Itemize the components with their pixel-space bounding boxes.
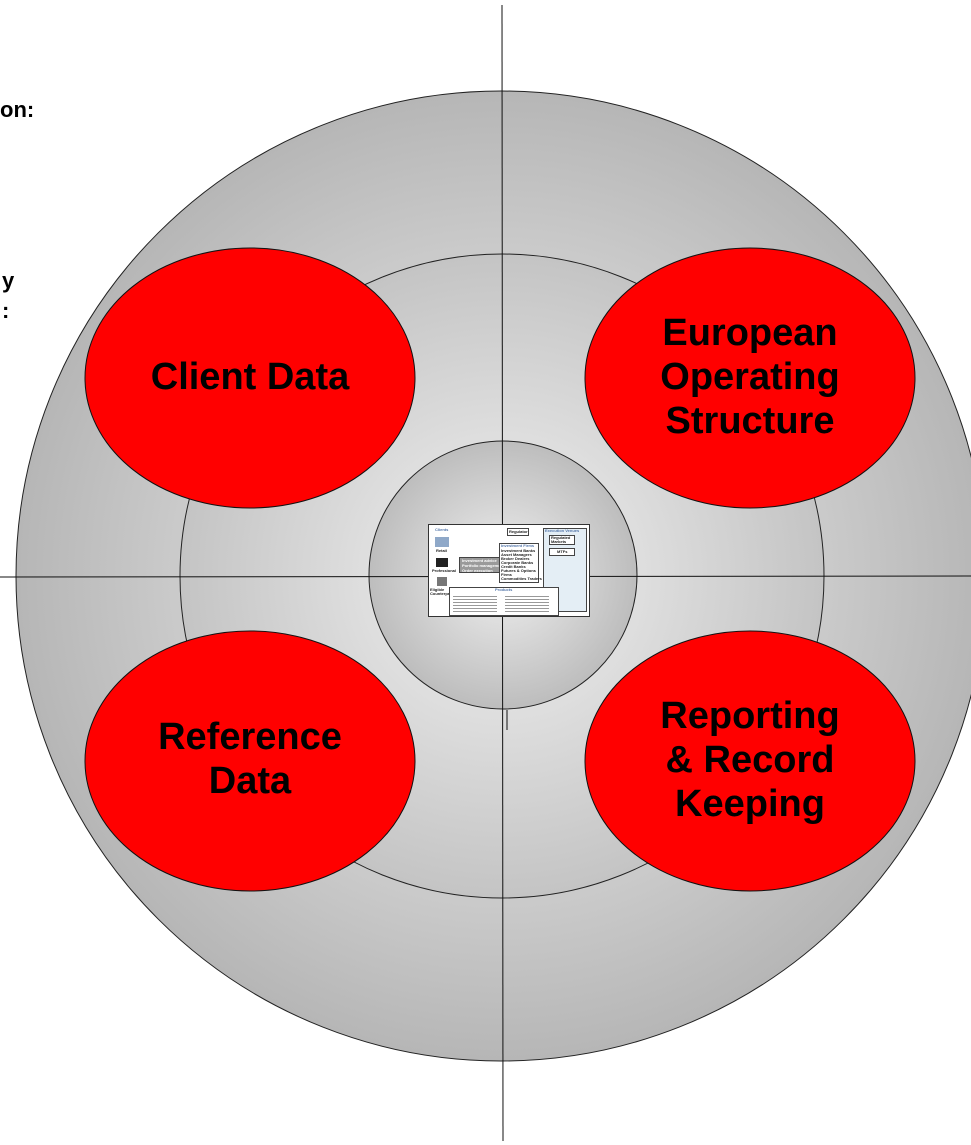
client-type: Retail bbox=[436, 548, 447, 553]
arrow-text: Portfolio management bbox=[462, 563, 505, 568]
client-icon-box bbox=[436, 558, 448, 567]
clients-label: Clients bbox=[435, 527, 449, 532]
label-reference-data: Reference Data bbox=[158, 716, 342, 802]
firm-type: Futures & Options bbox=[501, 568, 536, 573]
products-header: Products bbox=[495, 587, 513, 592]
oval-reporting-record-keeping bbox=[584, 630, 916, 892]
firms-box bbox=[499, 543, 539, 583]
clipped-text-fragment: on: bbox=[0, 97, 35, 122]
firm-type: Corporate Banks bbox=[501, 560, 534, 565]
firm-type: Credit Banks bbox=[501, 564, 526, 569]
firm-type: Broker Dealers bbox=[501, 556, 530, 561]
center-thumbnail-diagram: Clients Retail Professional Eligible Cou… bbox=[428, 524, 590, 617]
firms-header: Investment Firms bbox=[501, 543, 535, 548]
client-icon-box bbox=[437, 577, 447, 586]
firm-type: Firms bbox=[501, 572, 512, 577]
products-text-lines bbox=[505, 594, 549, 614]
venue-box bbox=[549, 548, 575, 556]
regulator-box bbox=[507, 528, 529, 536]
label-european-operating-structure: European Operating Structure bbox=[660, 312, 840, 442]
oval-european-operating-structure bbox=[584, 247, 916, 509]
oval-client-data bbox=[84, 247, 416, 509]
client-type: Eligible Counterparty bbox=[430, 587, 456, 597]
venue-type: Regulated Markets bbox=[551, 535, 571, 545]
label-reporting-record-keeping: Reporting & Record Keeping bbox=[660, 695, 840, 825]
firm-type: Commodities Traders bbox=[501, 576, 542, 581]
oval-reference-data bbox=[84, 630, 416, 892]
venue-box bbox=[549, 535, 575, 545]
clipped-text-fragment: y bbox=[2, 268, 15, 293]
firm-type: Investment Banks bbox=[501, 548, 536, 553]
arrow-text: Investment advice bbox=[462, 558, 497, 563]
client-type: Professional bbox=[432, 568, 457, 573]
products-text-lines bbox=[453, 594, 497, 614]
clients-icon-box bbox=[435, 537, 449, 547]
firm-type: Asset Managers bbox=[501, 552, 532, 557]
venue-type: MTFs bbox=[557, 549, 568, 554]
label-client-data: Client Data bbox=[150, 356, 350, 399]
regulator-label: Regulator bbox=[509, 529, 528, 534]
arrow-text: Order execution bbox=[462, 568, 493, 573]
venues-header: Execution Venues bbox=[545, 528, 580, 533]
clipped-text-fragment: : bbox=[2, 298, 10, 323]
